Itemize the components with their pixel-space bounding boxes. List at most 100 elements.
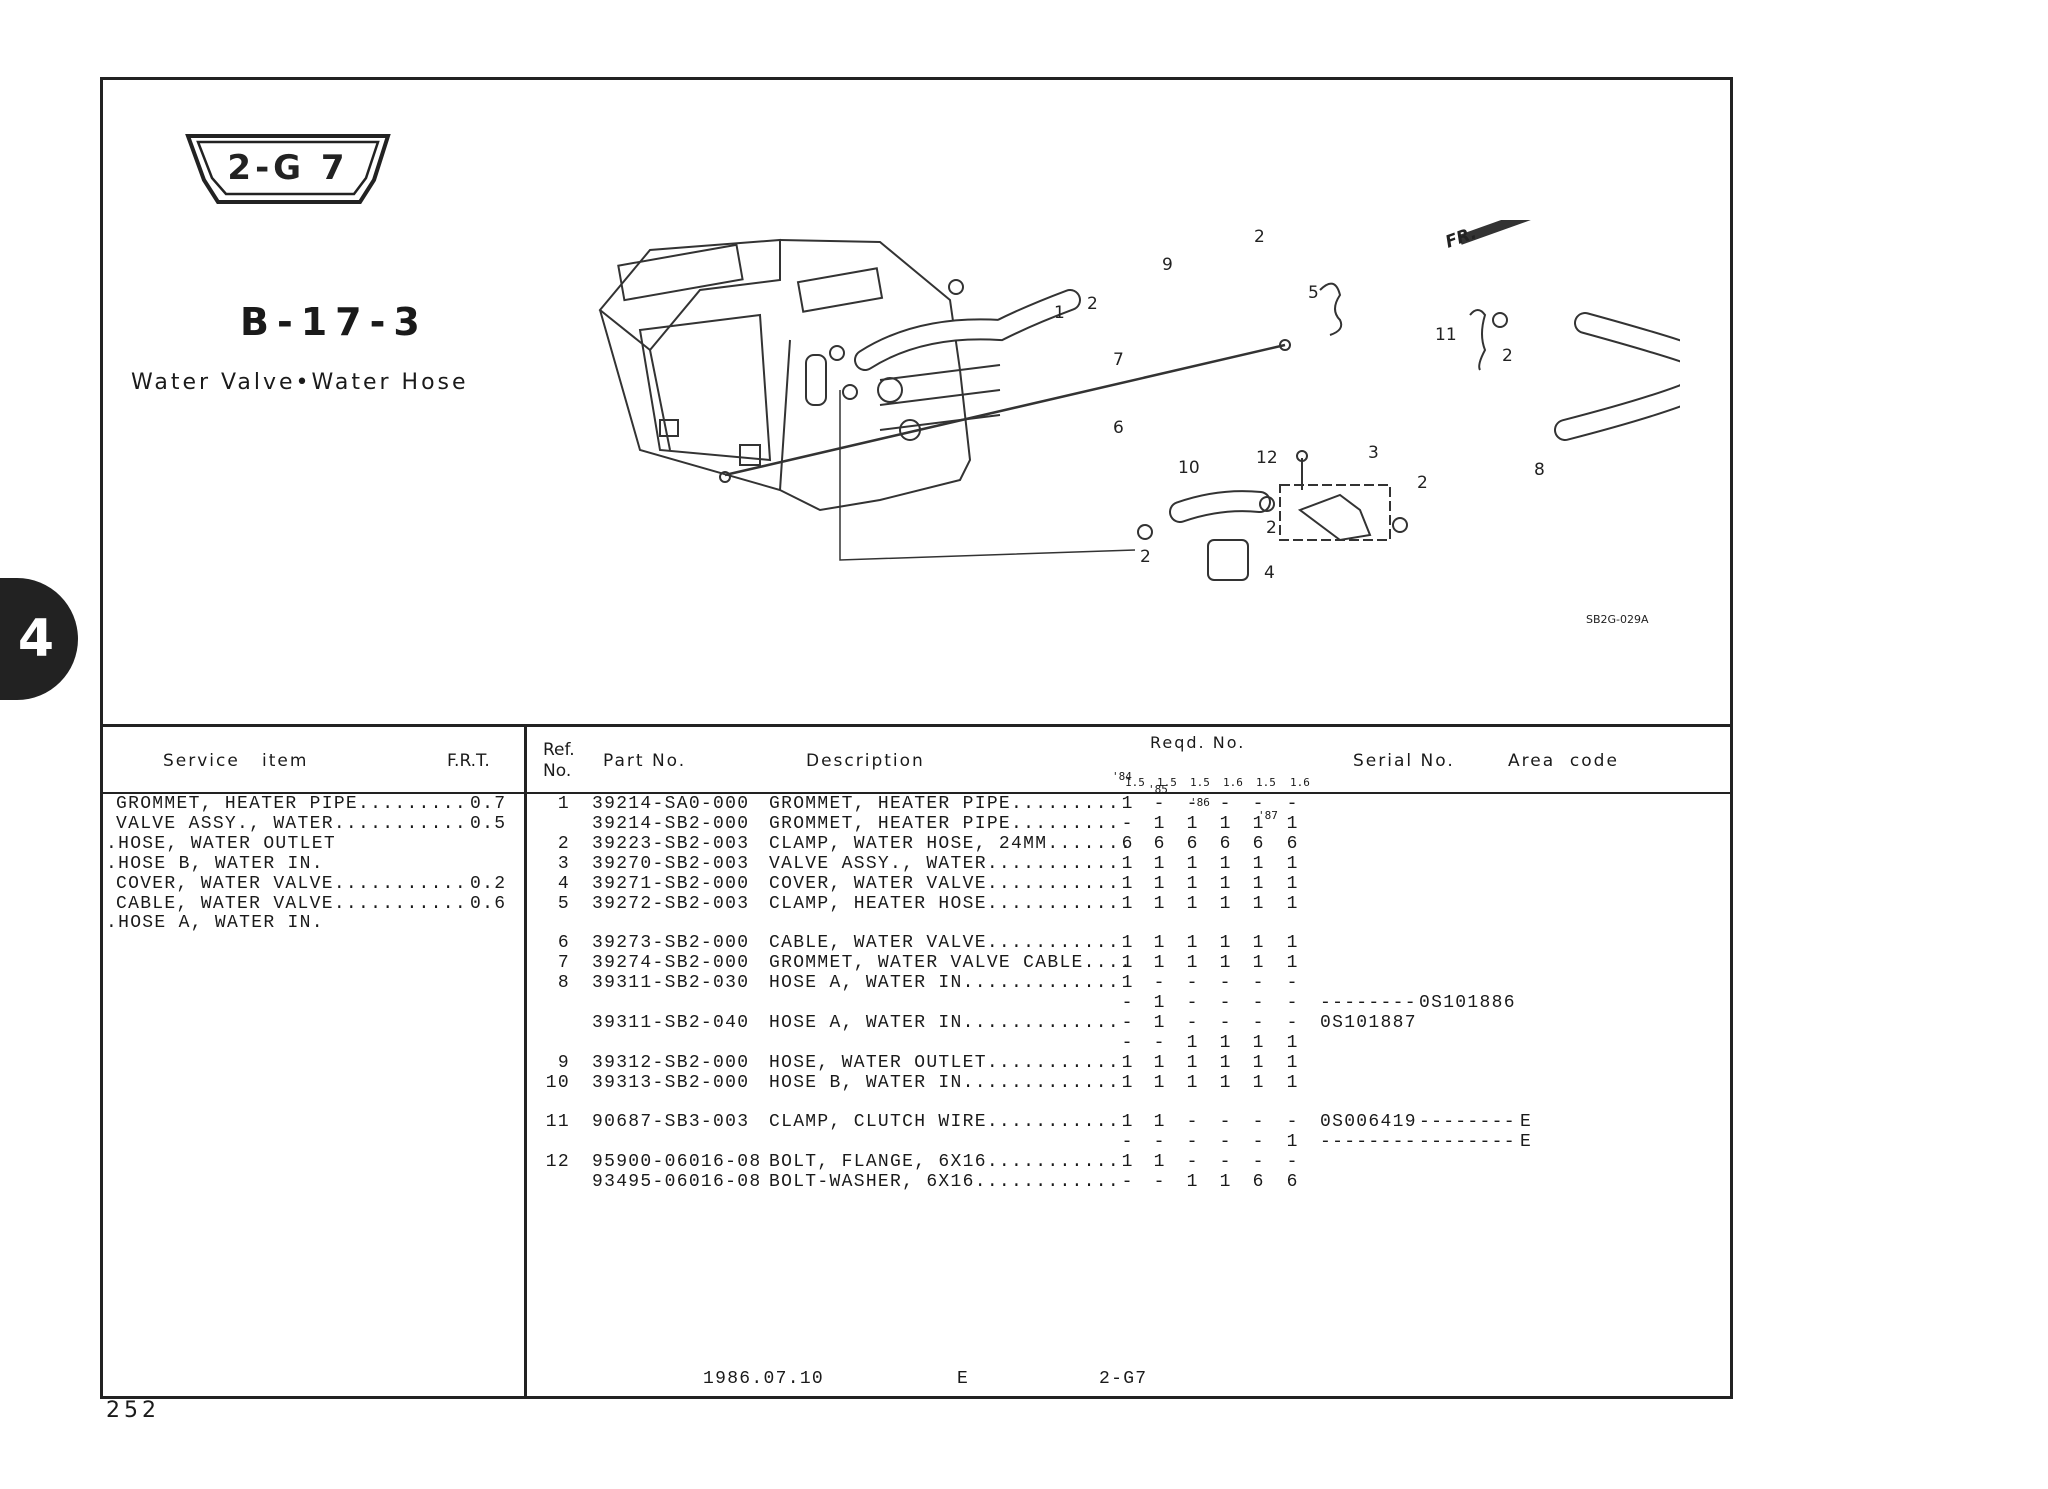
ref-no: 11 [545,1112,570,1133]
qty-cell: 1 [1121,933,1133,954]
qty-cell: - [1252,794,1264,814]
qty-cell: 6 [1286,1172,1298,1193]
qty-cell: 1 [1286,1132,1298,1153]
engine-label: 1.6 [1290,776,1310,789]
figure-code: B-17-3 [240,300,428,344]
area-code: E [1520,1132,1533,1153]
qty-cell: 1 [1121,893,1133,914]
description: HOSE B, WATER IN............. [769,1072,1120,1093]
figure-title: Water Valve•Water Hose [131,370,469,395]
part-no: 93495-06016-08 [592,1172,762,1193]
qty-cell: - [1153,1172,1165,1193]
qty-cell: 1 [1121,1152,1133,1173]
service-item-frt: 0.6 [470,893,507,914]
header-ref: Ref. [543,740,575,760]
header-area-code: Area code [1508,751,1619,771]
qty-cell: - [1186,973,1198,994]
description: CLAMP, WATER HOSE, 24MM....... [769,833,1133,854]
description: CLAMP, CLUTCH WIRE........... [769,1112,1120,1133]
year-85: '85 [1148,783,1168,796]
engine-label: 1.5 [1125,776,1145,789]
ref-no: 3 [557,853,570,874]
serial-no: -------- [1320,1132,1417,1153]
part-no: 39273-SB2-000 [592,933,750,954]
serial-no: -------- [1320,993,1417,1013]
header-part-no: Part No. [603,751,687,771]
qty-cell: 6 [1252,1172,1264,1193]
engine-label: 1.5 [1256,776,1276,789]
header-description: Description [806,751,925,771]
qty-cell: - [1153,1032,1165,1053]
qty-cell: 1 [1153,1112,1165,1133]
qty-cell: 1 [1219,893,1231,914]
qty-cell: 1 [1186,813,1198,834]
qty-cell: 1 [1252,933,1264,954]
header-service-item: Service item [163,751,309,771]
qty-cell: 1 [1252,1072,1264,1093]
qty-cell: 1 [1186,1072,1198,1093]
description: CABLE, WATER VALVE........... [769,933,1120,954]
qty-cell: - [1252,993,1264,1013]
front-marker: FR. [1443,223,1479,253]
qty-cell: 1 [1219,1072,1231,1093]
serial-no-to: -------- [1419,1132,1516,1153]
callout-9: 9 [1162,255,1173,275]
section-tab: 4 [0,578,78,700]
serial-no-to: -------- [1419,1112,1516,1133]
qty-cell: 1 [1286,893,1298,914]
badge-text: 2-G 7 [227,148,348,188]
qty-cell: 1 [1121,873,1133,894]
qty-cell: - [1252,1112,1264,1133]
section-tab-label: 4 [17,609,54,669]
year-86: '86 [1190,796,1210,809]
description: HOSE A, WATER IN............. [769,1012,1120,1033]
qty-cell: 1 [1219,953,1231,974]
qty-cell: 1 [1286,813,1298,834]
qty-cell: 6 [1219,833,1231,854]
description: GROMMET, HEATER PIPE......... [769,794,1120,814]
qty-cell: - [1286,1012,1298,1033]
qty-cell: - [1121,993,1133,1013]
qty-cell: - [1252,1012,1264,1033]
qty-cell: 1 [1153,1052,1165,1073]
grommet-drawing [805,354,827,406]
qty-cell: 6 [1121,833,1133,854]
qty-cell: 1 [1153,893,1165,914]
qty-cell: 6 [1153,833,1165,854]
callout-6: 6 [1113,418,1124,438]
qty-cell: 1 [1153,953,1165,974]
service-item-name: .HOSE B, WATER IN. [106,853,324,874]
serial-no-to: 0S101886 [1419,993,1516,1013]
qty-cell: 1 [1186,953,1198,974]
qty-cell: - [1252,973,1264,994]
grommet-cable-drawing [842,384,858,400]
qty-cell: 1 [1153,873,1165,894]
qty-cell: - [1186,993,1198,1013]
qty-cell: - [1219,794,1231,814]
qty-cell: 1 [1286,1052,1298,1073]
group-badge: 2-G 7 [185,134,391,204]
qty-cell: 1 [1153,1072,1165,1093]
description: GROMMET, HEATER PIPE......... [769,813,1120,834]
qty-cell: - [1286,973,1298,994]
serial-no: 0S101887 [1320,1012,1417,1033]
qty-cell: 1 [1153,813,1165,834]
water-valve-drawing [1297,493,1372,542]
description: GROMMET, WATER VALVE CABLE.... [769,953,1133,974]
callout-10: 10 [1178,458,1200,478]
qty-cell: 1 [1186,893,1198,914]
header-frt: F.R.T. [447,751,490,771]
callout-5: 5 [1308,283,1319,303]
part-no: 39214-SB2-000 [592,813,750,834]
drawing-id: SB2G-029A [1586,613,1649,626]
qty-cell: 1 [1219,873,1231,894]
footer-date: 1986.07.10 [703,1369,825,1389]
part-no: 39223-SB2-003 [592,833,750,854]
qty-cell: 1 [1153,853,1165,874]
service-item-name: COVER, WATER VALVE........... [116,873,467,894]
qty-cell: - [1252,1152,1264,1173]
qty-cell: 1 [1153,993,1165,1013]
qty-cell: - [1186,794,1198,814]
service-item-name: .HOSE, WATER OUTLET [106,833,336,854]
cable-drawing [724,343,1286,477]
